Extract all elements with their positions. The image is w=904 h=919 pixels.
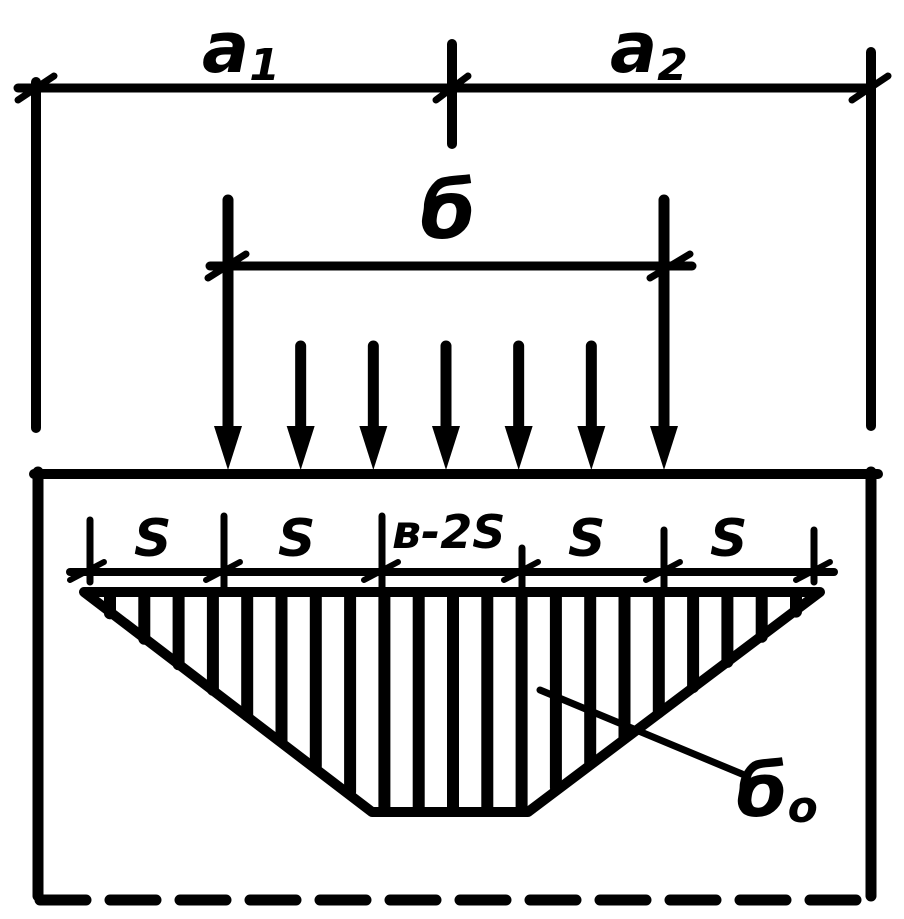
load-arrow-head bbox=[650, 426, 678, 470]
label-s-2: S bbox=[278, 509, 315, 569]
top-right-tick bbox=[848, 72, 892, 104]
label-s-4: S bbox=[710, 509, 747, 569]
label-a1: a1 bbox=[202, 7, 280, 91]
label-b: б bbox=[420, 164, 476, 257]
load-arrow bbox=[577, 340, 606, 470]
load-arrow-head bbox=[286, 426, 315, 470]
load-arrow bbox=[504, 340, 533, 470]
b-right-tick bbox=[646, 250, 694, 282]
labels: a1 a2 б S S в-2S S S бо bbox=[134, 7, 818, 834]
load-arrow-head bbox=[359, 426, 388, 470]
load-arrow bbox=[650, 194, 678, 470]
top-center-slash bbox=[432, 72, 472, 104]
foundation-outline bbox=[29, 466, 883, 906]
load-arrow bbox=[286, 340, 315, 470]
load-arrow-head bbox=[504, 426, 533, 470]
stress-diagram bbox=[79, 587, 825, 817]
b-dimension-line bbox=[204, 250, 697, 282]
segment-dimension-line bbox=[66, 512, 838, 594]
top-dimension-line bbox=[13, 39, 892, 433]
load-arrow-head bbox=[577, 426, 606, 470]
stress-hatching bbox=[104, 590, 802, 814]
load-arrow-head bbox=[432, 426, 460, 470]
label-b-minus-2s: в-2S bbox=[392, 505, 505, 559]
label-s-1: S bbox=[134, 509, 171, 569]
label-a2: a2 bbox=[610, 7, 688, 91]
load-arrow bbox=[214, 194, 242, 470]
label-s-3: S bbox=[568, 509, 605, 569]
label-sigma-0: бо bbox=[736, 748, 818, 834]
load-arrow bbox=[359, 340, 388, 470]
load-arrow bbox=[432, 340, 460, 470]
load-arrows bbox=[214, 194, 678, 470]
load-arrow-head bbox=[214, 426, 242, 470]
top-left-tick bbox=[14, 72, 58, 104]
sigma-leader-line bbox=[536, 686, 746, 778]
